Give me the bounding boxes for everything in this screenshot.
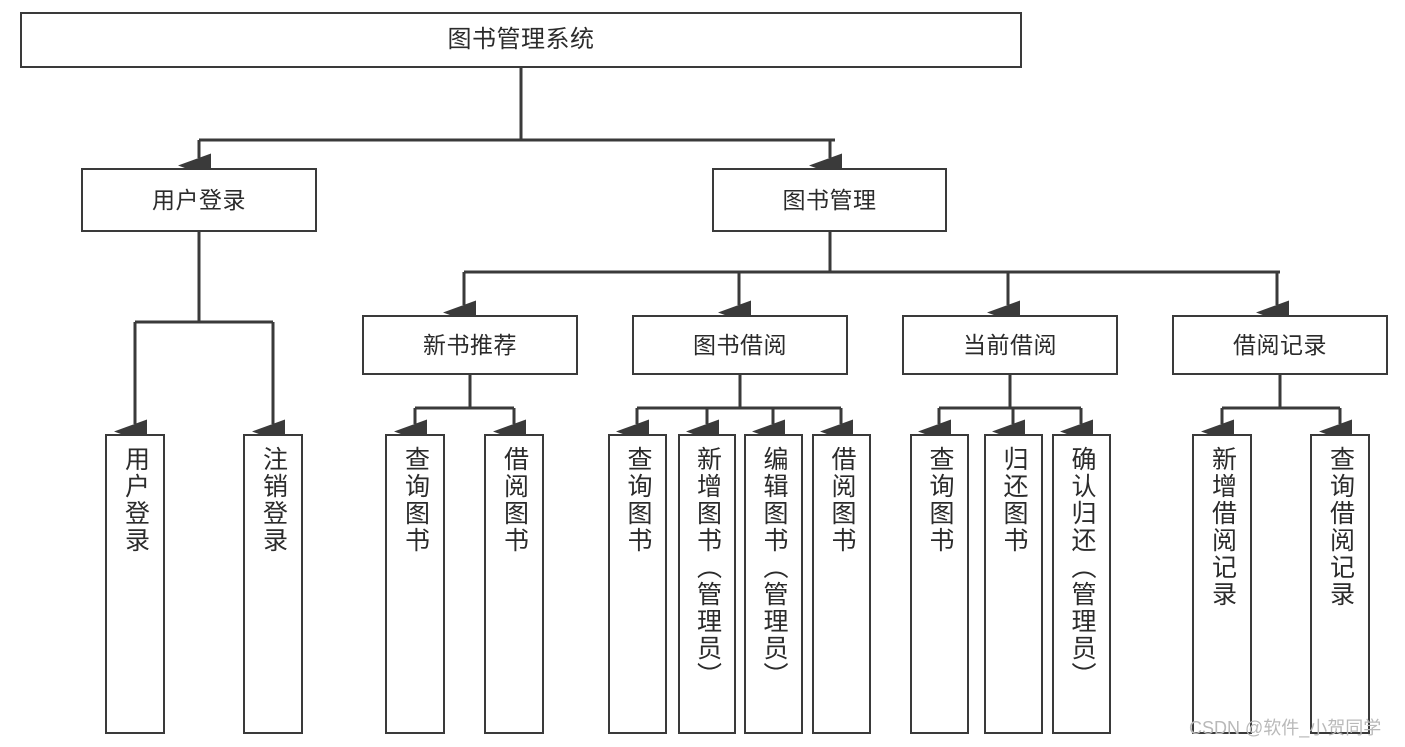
node-leaf-borrow-book[interactable]: 借阅图书	[812, 434, 871, 734]
node-leaf-return-book[interactable]: 归还图书	[984, 434, 1043, 734]
node-user-login[interactable]: 用户登录	[81, 168, 317, 232]
node-leaf-borrow-book-rec[interactable]: 借阅图书	[484, 434, 544, 734]
node-root-label: 图书管理系统	[447, 26, 595, 54]
node-leaf-borrow-book-rec-label: 借阅图书	[500, 446, 529, 554]
node-leaf-logout[interactable]: 注销登录	[243, 434, 303, 734]
node-book-borrow-label: 图书借阅	[693, 331, 787, 358]
node-leaf-user-login-label: 用户登录	[121, 446, 150, 554]
node-leaf-query-book-borrow[interactable]: 查询图书	[608, 434, 667, 734]
node-leaf-return-book-label: 归还图书	[1000, 446, 1028, 554]
node-current-borrow-label: 当前借阅	[963, 331, 1057, 358]
node-leaf-add-record-label: 新增借阅记录	[1208, 446, 1237, 608]
csdn-watermark: CSDN @软件_小贺同学	[1189, 718, 1382, 738]
node-new-book-rec-label: 新书推荐	[423, 331, 517, 358]
node-leaf-confirm-return[interactable]: 确认归还（管理员）	[1052, 434, 1111, 734]
node-root[interactable]: 图书管理系统	[20, 12, 1022, 68]
node-leaf-query-book-current-label: 查询图书	[926, 446, 954, 554]
node-leaf-edit-book-label: 编辑图书（管理员）	[760, 446, 788, 689]
node-new-book-rec[interactable]: 新书推荐	[362, 315, 578, 375]
node-leaf-query-book-rec-label: 查询图书	[401, 446, 430, 554]
node-book-borrow[interactable]: 图书借阅	[632, 315, 848, 375]
node-leaf-confirm-return-label: 确认归还（管理员）	[1068, 446, 1096, 689]
node-leaf-add-book-label: 新增图书（管理员）	[693, 446, 722, 689]
node-leaf-user-login[interactable]: 用户登录	[105, 434, 165, 734]
node-borrow-record[interactable]: 借阅记录	[1172, 315, 1388, 375]
node-leaf-edit-book[interactable]: 编辑图书（管理员）	[744, 434, 803, 734]
node-leaf-add-book[interactable]: 新增图书（管理员）	[678, 434, 736, 734]
node-book-manage[interactable]: 图书管理	[712, 168, 947, 232]
node-leaf-query-book-borrow-label: 查询图书	[624, 446, 652, 554]
node-leaf-query-book-current[interactable]: 查询图书	[910, 434, 969, 734]
node-leaf-borrow-book-label: 借阅图书	[828, 446, 856, 554]
node-leaf-logout-label: 注销登录	[259, 446, 288, 554]
node-leaf-query-record-label: 查询借阅记录	[1326, 446, 1355, 608]
node-leaf-query-book-rec[interactable]: 查询图书	[385, 434, 445, 734]
node-user-login-label: 用户登录	[152, 186, 246, 213]
node-book-manage-label: 图书管理	[782, 186, 877, 213]
node-leaf-add-record[interactable]: 新增借阅记录	[1192, 434, 1252, 734]
node-current-borrow[interactable]: 当前借阅	[902, 315, 1118, 375]
node-leaf-query-record[interactable]: 查询借阅记录	[1310, 434, 1370, 734]
node-borrow-record-label: 借阅记录	[1233, 331, 1327, 358]
